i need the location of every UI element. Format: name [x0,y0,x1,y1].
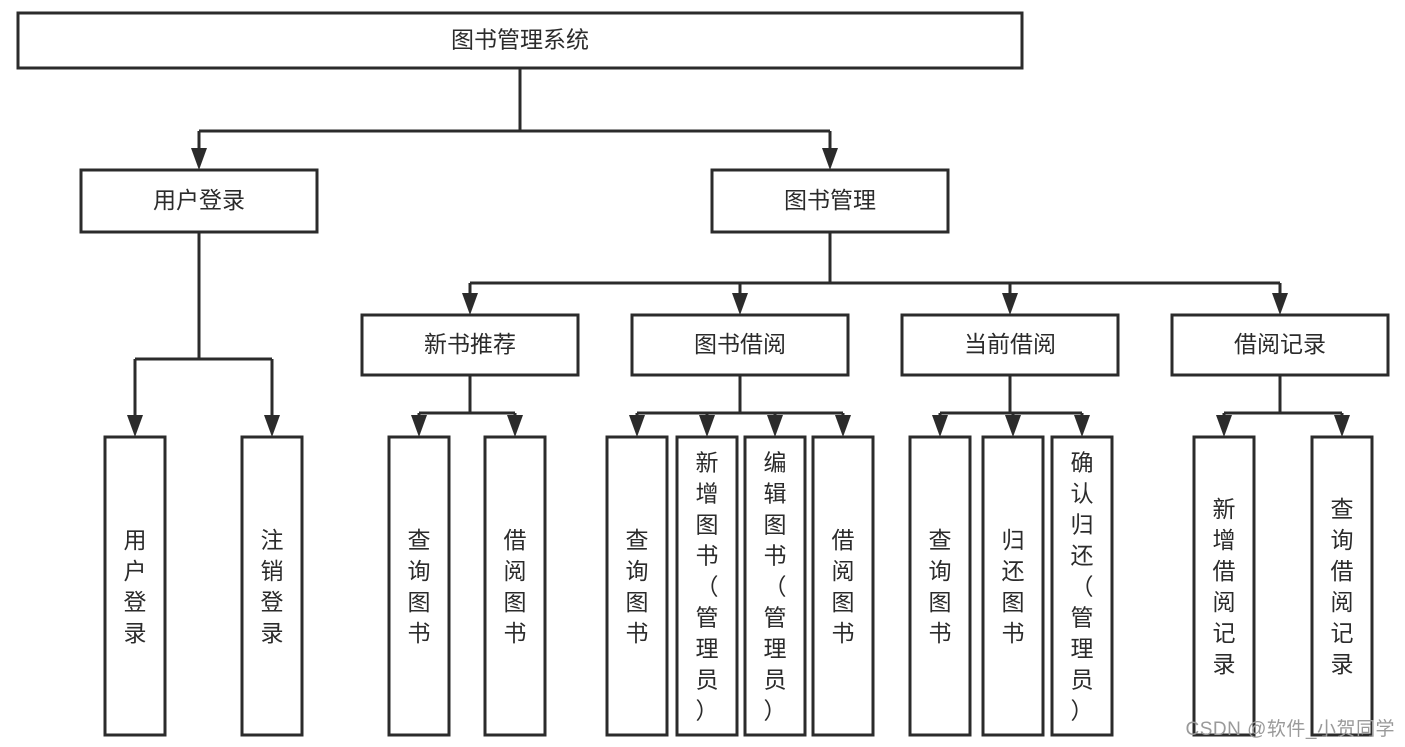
watermark-text: CSDN @软件_小贺同学 [1185,719,1395,740]
node-book-borrow[interactable]: 图书借阅 [630,313,850,377]
node-leaf-borrow-book-2[interactable]: 借阅图书 [811,435,875,737]
node-label-current-borrow: 当前借阅 [964,331,1056,357]
node-label-user-login: 用户登录 [153,187,245,213]
node-leaf-borrow-book-1[interactable]: 借阅图书 [483,435,547,737]
arrow-head-icon [1074,415,1090,437]
node-borrow-record[interactable]: 借阅记录 [1170,313,1390,377]
node-box-leaf-return-book [981,435,1045,737]
node-box-leaf-query-record [1310,435,1374,737]
connectors-layer [127,68,1350,437]
nodes-layer: 图书管理系统用户登录图书管理新书推荐图书借阅当前借阅借阅记录用户登录注销登录查询… [16,11,1390,737]
node-box-leaf-query-book-1 [387,435,451,737]
node-label-leaf-edit-book: 编辑图书（管理员） [764,450,787,724]
node-label-leaf-query-book-3: 查询图书 [929,527,952,646]
node-label-leaf-borrow-book-2: 借阅图书 [832,527,855,646]
node-box-book-borrow [630,313,850,377]
node-label-leaf-user-logout: 注销登录 [261,527,284,646]
node-label-borrow-record: 借阅记录 [1234,331,1326,357]
node-leaf-query-book-2[interactable]: 查询图书 [605,435,669,737]
node-label-leaf-user-login: 用户登录 [124,527,147,646]
node-leaf-query-record[interactable]: 查询借阅记录 [1310,435,1374,737]
node-leaf-query-book-1[interactable]: 查询图书 [387,435,451,737]
arrow-head-icon [1005,415,1021,437]
node-label-leaf-confirm-return: 确认归还（管理员） [1071,450,1094,724]
node-box-root [16,11,1024,70]
arrow-head-icon [264,415,280,437]
node-box-current-borrow [900,313,1120,377]
node-leaf-query-book-3[interactable]: 查询图书 [908,435,972,737]
node-box-leaf-query-book-2 [605,435,669,737]
node-leaf-add-record[interactable]: 新增借阅记录 [1192,435,1256,737]
arrow-head-icon [191,148,207,170]
node-label-leaf-query-record: 查询借阅记录 [1331,496,1354,677]
arrow-head-icon [932,415,948,437]
node-box-leaf-edit-book [743,435,807,737]
arrow-head-icon [767,415,783,437]
node-leaf-return-book[interactable]: 归还图书 [981,435,1045,737]
arrow-head-icon [462,293,478,315]
arrow-head-icon [1216,415,1232,437]
node-box-leaf-borrow-book-1 [483,435,547,737]
node-leaf-add-book[interactable]: 新增图书（管理员） [675,435,739,737]
node-box-leaf-confirm-return [1050,435,1114,737]
node-box-borrow-record [1170,313,1390,377]
node-label-book-manage: 图书管理 [784,187,876,213]
node-book-manage[interactable]: 图书管理 [710,168,950,234]
node-box-leaf-add-book [675,435,739,737]
node-label-leaf-add-book: 新增图书（管理员） [696,450,719,724]
arrow-head-icon [835,415,851,437]
arrow-head-icon [629,415,645,437]
node-box-new-book-rec [360,313,580,377]
node-current-borrow[interactable]: 当前借阅 [900,313,1120,377]
node-leaf-user-login[interactable]: 用户登录 [103,435,167,737]
arrow-head-icon [732,293,748,315]
node-leaf-user-logout[interactable]: 注销登录 [240,435,304,737]
arrow-head-icon [699,415,715,437]
node-label-leaf-query-book-1: 查询图书 [408,527,431,646]
node-box-book-manage [710,168,950,234]
node-label-leaf-add-record: 新增借阅记录 [1213,496,1236,677]
node-leaf-confirm-return[interactable]: 确认归还（管理员） [1050,435,1114,737]
node-box-leaf-add-record [1192,435,1256,737]
arrow-head-icon [411,415,427,437]
node-box-user-login [79,168,319,234]
node-label-leaf-return-book: 归还图书 [1002,527,1025,646]
node-leaf-edit-book[interactable]: 编辑图书（管理员） [743,435,807,737]
node-box-leaf-borrow-book-2 [811,435,875,737]
node-label-new-book-rec: 新书推荐 [424,331,516,357]
arrow-head-icon [507,415,523,437]
arrow-head-icon [127,415,143,437]
arrow-head-icon [1272,293,1288,315]
node-label-leaf-borrow-book-1: 借阅图书 [504,527,527,646]
node-label-book-borrow: 图书借阅 [694,331,786,357]
node-box-leaf-user-logout [240,435,304,737]
arrow-head-icon [822,148,838,170]
arrow-head-icon [1334,415,1350,437]
node-root[interactable]: 图书管理系统 [16,11,1024,70]
node-user-login[interactable]: 用户登录 [79,168,319,234]
node-box-leaf-user-login [103,435,167,737]
arrow-head-icon [1002,293,1018,315]
node-label-root: 图书管理系统 [451,27,589,53]
node-box-leaf-query-book-3 [908,435,972,737]
node-new-book-rec[interactable]: 新书推荐 [360,313,580,377]
node-label-leaf-query-book-2: 查询图书 [626,527,649,646]
